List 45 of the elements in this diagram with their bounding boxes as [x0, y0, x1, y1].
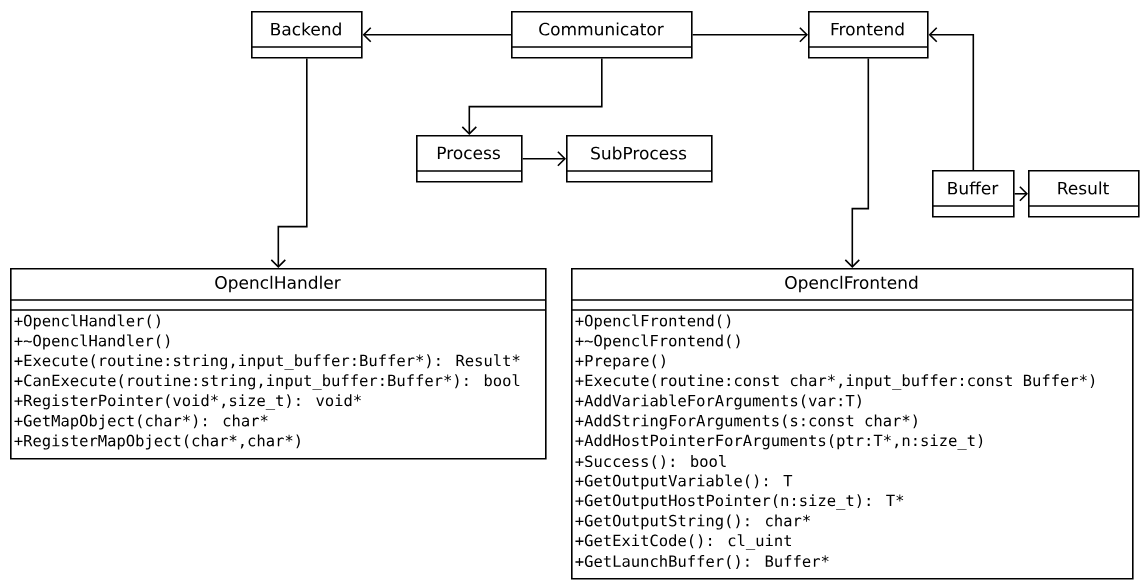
- method-signature: +Prepare(): [575, 354, 665, 370]
- method-signature: +GetLaunchBuffer(): Buffer*: [575, 555, 829, 569]
- method-signature: +AddStringForArguments(s:const char*): [575, 414, 917, 430]
- method-signature: +GetMapObject(char*): char*: [14, 414, 268, 430]
- method-signature: +CanExecute(routine:string,input_buffer:Buffer*): bool: [14, 374, 520, 390]
- class-box: [9, 268, 547, 460]
- method-signature: +~OpenclHandler(): [14, 334, 170, 350]
- arrow: [844, 57, 870, 268]
- method-signature: +RegisterPointer(void*,size_t): void*: [14, 394, 361, 410]
- class-name: OpenclFrontend: [785, 275, 918, 293]
- method-signature: +Execute(routine:const char*,input_buffer:const Buffer*): [575, 374, 1095, 390]
- method-signature: +OpenclFrontend(): [575, 314, 731, 330]
- class-box: [1027, 170, 1140, 218]
- class-box: [415, 135, 523, 183]
- class-box: [565, 135, 713, 183]
- class-name: Result: [1058, 181, 1109, 195]
- class-name: Backend: [271, 22, 341, 36]
- method-signature: +~OpenclFrontend(): [575, 334, 740, 350]
- method-signature: +GetOutputHostPointer(n:size_t): T*: [575, 494, 904, 510]
- method-signature: +GetExitCode(): cl_uint: [575, 534, 791, 550]
- class-name: SubProcess: [591, 146, 687, 160]
- class-box: [807, 11, 929, 59]
- arrow: [691, 27, 808, 43]
- method-signature: +GetOutputVariable(): T: [575, 474, 793, 490]
- class-name: Communicator: [539, 22, 664, 36]
- method-signature: +OpenclHandler(): [14, 314, 160, 330]
- arrow: [928, 27, 975, 171]
- class-name: Frontend: [831, 22, 904, 36]
- method-signature: +AddHostPointerForArguments(ptr:T*,n:size_t): [575, 434, 983, 450]
- class-name: Buffer: [948, 181, 999, 195]
- arrow: [362, 27, 512, 43]
- class-box: [931, 170, 1015, 218]
- class-box: [570, 268, 1134, 580]
- class-box: [250, 11, 363, 59]
- arrow: [521, 151, 566, 167]
- method-signature: +RegisterMapObject(char*,char*): [14, 434, 300, 450]
- class-name: OpenclHandler: [215, 275, 341, 293]
- arrow: [461, 57, 603, 135]
- arrow: [270, 57, 308, 268]
- method-signature: +Success(): bool: [575, 455, 726, 469]
- method-signature: +GetOutputString(): char*: [575, 514, 810, 530]
- method-signature: +AddVariableForArguments(var:T): [575, 394, 861, 410]
- class-name: Process: [437, 146, 500, 160]
- method-signature: +Execute(routine:string,input_buffer:Buffer*): Result*: [14, 354, 520, 370]
- class-box: [510, 11, 693, 59]
